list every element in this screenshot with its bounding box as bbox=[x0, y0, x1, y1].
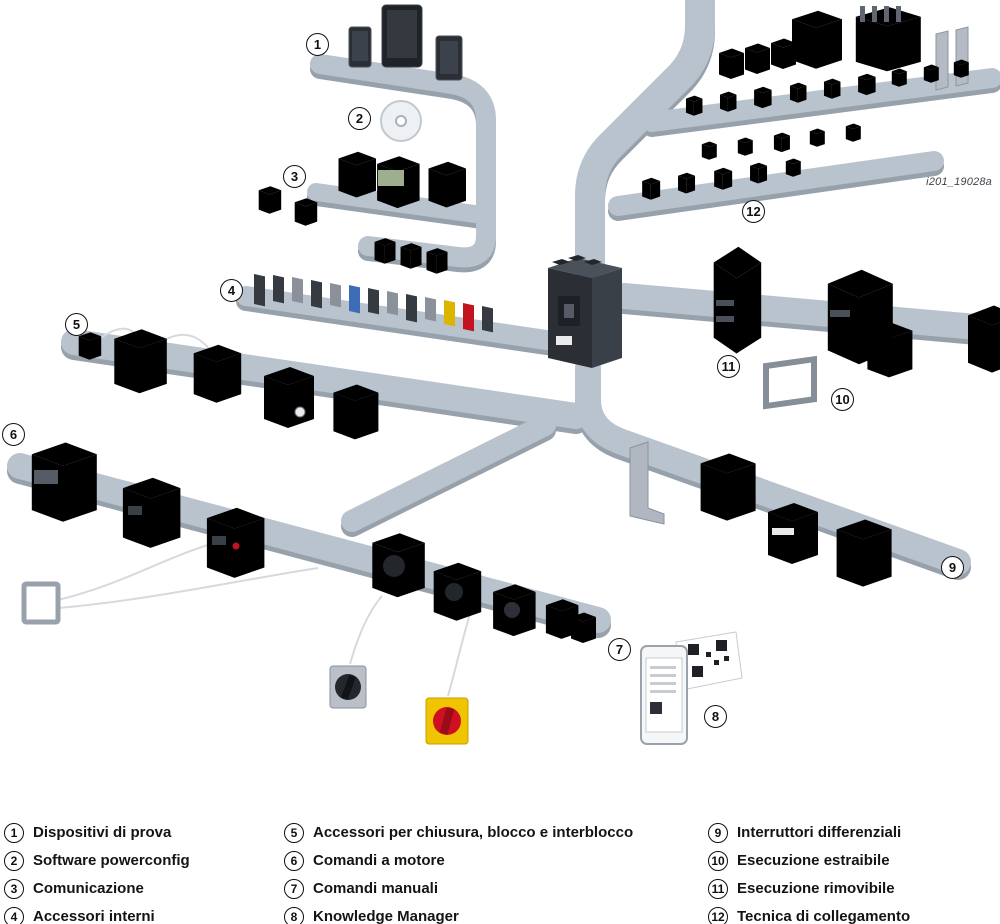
callout-9: 9 bbox=[941, 556, 964, 579]
legend-item-10: 10 Esecuzione estraibile bbox=[708, 850, 910, 871]
callout-7: 7 bbox=[608, 638, 631, 661]
legend-item-5: 5 Accessori per chiusura, blocco e inter… bbox=[284, 822, 633, 843]
callout-11: 11 bbox=[717, 355, 740, 378]
legend-badge-10: 10 bbox=[708, 850, 728, 871]
legend-badge-5: 5 bbox=[284, 822, 304, 843]
manual-operators bbox=[21, 533, 596, 745]
legend-column-2: 5 Accessori per chiusura, blocco e inter… bbox=[284, 822, 633, 924]
legend-label-12: Tecnica di collegamento bbox=[737, 908, 911, 924]
software-disc bbox=[380, 100, 422, 142]
legend-label-3: Comunicazione bbox=[33, 880, 144, 897]
residual-current-devices bbox=[629, 441, 892, 587]
legend-badge-4: 4 bbox=[4, 906, 24, 924]
legend-item-11: 11 Esecuzione rimovibile bbox=[708, 878, 910, 899]
callout-3: 3 bbox=[283, 165, 306, 188]
callout-1: 1 bbox=[306, 33, 329, 56]
knowledge-manager bbox=[640, 631, 743, 745]
legend-label-6: Comandi a motore bbox=[313, 852, 445, 869]
legend-item-3: 3 Comunicazione bbox=[4, 878, 190, 899]
legend-label-9: Interruttori differenziali bbox=[737, 824, 902, 841]
legend-label-5: Accessori per chiusura, blocco e interbl… bbox=[313, 824, 634, 841]
legend-badge-12: 12 bbox=[708, 906, 728, 924]
image-reference-code: i201_19028a bbox=[926, 176, 992, 188]
legend-badge-6: 6 bbox=[284, 850, 304, 871]
legend-column-3: 9 Interruttori differenziali 10 Esecuzio… bbox=[708, 822, 910, 924]
callout-6: 6 bbox=[2, 423, 25, 446]
legend-label-2: Software powerconfig bbox=[33, 852, 190, 869]
legend-item-6: 6 Comandi a motore bbox=[284, 850, 633, 871]
plugin-withdrawable-units bbox=[713, 246, 1000, 410]
legend-item-9: 9 Interruttori differenziali bbox=[708, 822, 910, 843]
legend-item-2: 2 Software powerconfig bbox=[4, 850, 190, 871]
test-devices bbox=[348, 4, 463, 81]
callout-5: 5 bbox=[65, 313, 88, 336]
legend-label-11: Esecuzione rimovibile bbox=[737, 880, 895, 897]
legend-badge-2: 2 bbox=[4, 850, 24, 871]
legend-item-4: 4 Accessori interni bbox=[4, 906, 190, 924]
communication-modules bbox=[258, 151, 466, 274]
legend-badge-11: 11 bbox=[708, 878, 728, 899]
callout-12: 12 bbox=[742, 200, 765, 223]
legend-label-8: Knowledge Manager bbox=[313, 908, 459, 924]
callout-8: 8 bbox=[704, 705, 727, 728]
connection-hardware bbox=[642, 6, 969, 200]
legend-label-1: Dispositivi di prova bbox=[33, 824, 172, 841]
legend-badge-1: 1 bbox=[4, 822, 24, 843]
callout-10: 10 bbox=[831, 388, 854, 411]
internal-accessories bbox=[254, 274, 493, 333]
callout-2: 2 bbox=[348, 107, 371, 130]
legend-item-7: 7 Comandi manuali bbox=[284, 878, 633, 899]
callout-4: 4 bbox=[220, 279, 243, 302]
legend-label-10: Esecuzione estraibile bbox=[737, 852, 890, 869]
central-circuit-breaker bbox=[548, 255, 622, 368]
legend-badge-7: 7 bbox=[284, 878, 304, 899]
legend-item-8: 8 Knowledge Manager bbox=[284, 906, 633, 924]
legend-item-1: 1 Dispositivi di prova bbox=[4, 822, 190, 843]
diagram-illustration bbox=[7, 0, 1000, 745]
legend-badge-3: 3 bbox=[4, 878, 24, 899]
legend-badge-8: 8 bbox=[284, 906, 304, 924]
legend-column-1: 1 Dispositivi di prova 2 Software powerc… bbox=[4, 822, 190, 924]
legend-label-4: Accessori interni bbox=[33, 908, 155, 924]
locking-accessories bbox=[78, 329, 379, 440]
legend-badge-9: 9 bbox=[708, 822, 728, 843]
motor-operators bbox=[31, 442, 265, 578]
legend-item-12: 12 Tecnica di collegamento bbox=[708, 906, 910, 924]
legend-label-7: Comandi manuali bbox=[313, 880, 439, 897]
